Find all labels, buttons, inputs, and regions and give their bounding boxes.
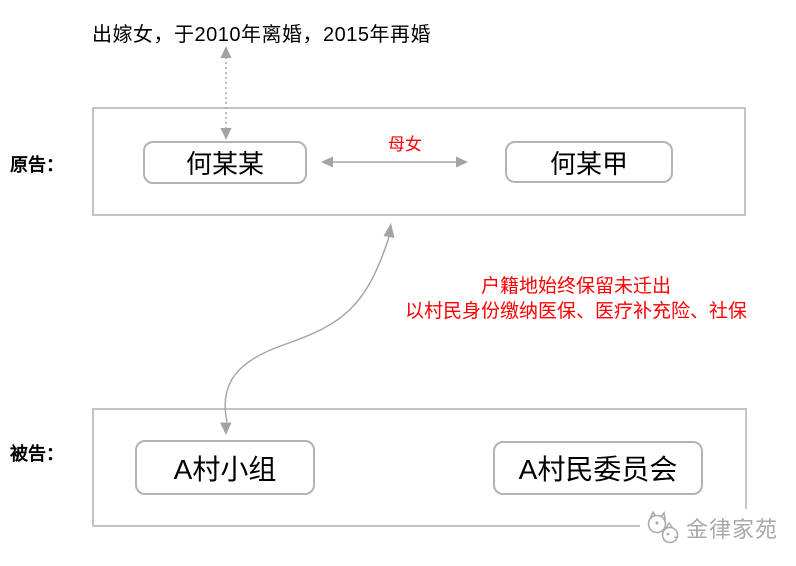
node-village-group: A村小组 [135, 440, 315, 495]
watermark-text: 金律家苑 [686, 517, 779, 542]
household-note-line1: 户籍地始终保留未迁出 [480, 276, 671, 297]
relationship-label: 母女 [388, 135, 422, 154]
top-annotation-text: 出嫁女，于2010年离婚，2015年再婚 [92, 24, 431, 46]
node-village-committee: A村民委员会 [493, 441, 703, 495]
node-he-moujia: 何某甲 [505, 141, 673, 183]
watermark: 金律家苑 [640, 509, 783, 547]
defendant-label: 被告： [10, 444, 64, 464]
household-note: 户籍地始终保留未迁出 以村民身份缴纳医保、医疗补充险、社保 [360, 274, 792, 324]
curve-double-arrow [220, 223, 395, 435]
node-he-moumou: 何某某 [143, 141, 307, 184]
cat-faces-logo-icon [644, 511, 682, 545]
household-note-line2: 以村民身份缴纳医保、医疗补充险、社保 [404, 301, 747, 322]
plaintiff-label: 原告： [10, 155, 64, 175]
